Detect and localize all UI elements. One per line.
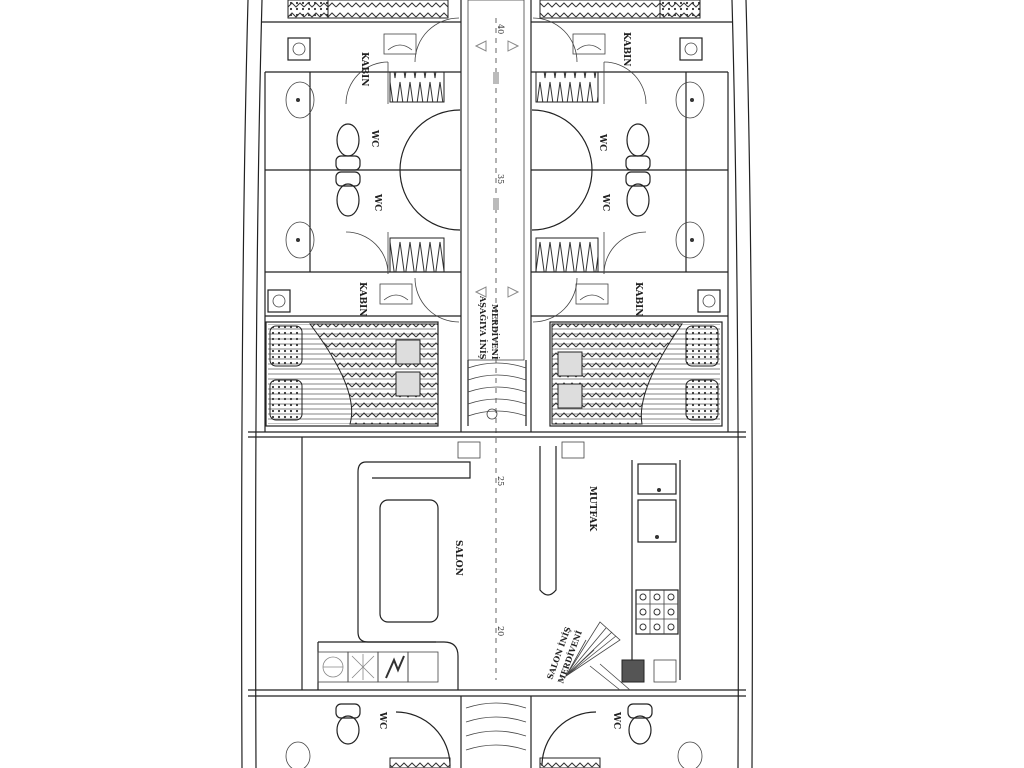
station-mark-40: 40 bbox=[496, 24, 505, 34]
corridor-marks bbox=[474, 40, 520, 298]
kabin-label-mid-right: KABIN bbox=[633, 282, 643, 316]
station-mark-20: 20 bbox=[496, 626, 505, 636]
salon-label: SALON bbox=[453, 540, 463, 576]
wc-toilets bbox=[335, 123, 651, 217]
wc-semicircles bbox=[399, 109, 593, 231]
kabin-label-top-left: KABIN bbox=[359, 52, 369, 86]
stair-down-label-2: MERDİVENİ bbox=[490, 304, 500, 360]
wc-label-2-left: WC bbox=[372, 193, 382, 211]
room-labels: KABIN KABIN WC WC WC WC KABIN KABIN AŞAĞ… bbox=[357, 32, 643, 729]
instrument-panel bbox=[317, 651, 439, 683]
hull-outline bbox=[241, 0, 753, 768]
station-mark-35: 35 bbox=[496, 174, 505, 184]
station-mark-25: 25 bbox=[496, 476, 505, 486]
wc-label-1-right: WC bbox=[597, 133, 607, 151]
vanity-units bbox=[379, 33, 609, 459]
salon-area bbox=[317, 461, 471, 690]
wc-label-2-right: WC bbox=[600, 193, 610, 211]
wc-label-bottom-left: WC bbox=[377, 711, 387, 729]
kabin-label-mid-left: KABIN bbox=[357, 282, 367, 316]
wc-label-1-left: WC bbox=[369, 129, 379, 147]
stairs-down bbox=[467, 360, 527, 426]
bottom-cabins bbox=[285, 696, 703, 768]
nightstands bbox=[267, 37, 721, 313]
bed-cabin-left bbox=[265, 321, 439, 427]
top-cabin-beds bbox=[287, 0, 701, 19]
closets bbox=[389, 71, 599, 273]
stair-down-label-1: AŞAĞIYA İNİŞ bbox=[478, 295, 488, 360]
kabin-label-top-right: KABIN bbox=[621, 32, 631, 66]
salon-stair-fan bbox=[565, 621, 631, 691]
station-marks: 40 35 25 20 bbox=[496, 24, 505, 636]
wc-sinks bbox=[285, 81, 705, 259]
bed-cabin-right bbox=[549, 321, 723, 427]
wc-label-bottom-right: WC bbox=[611, 711, 621, 729]
galley-counter bbox=[539, 446, 681, 683]
mutfak-label: MUTFAK bbox=[587, 486, 597, 532]
